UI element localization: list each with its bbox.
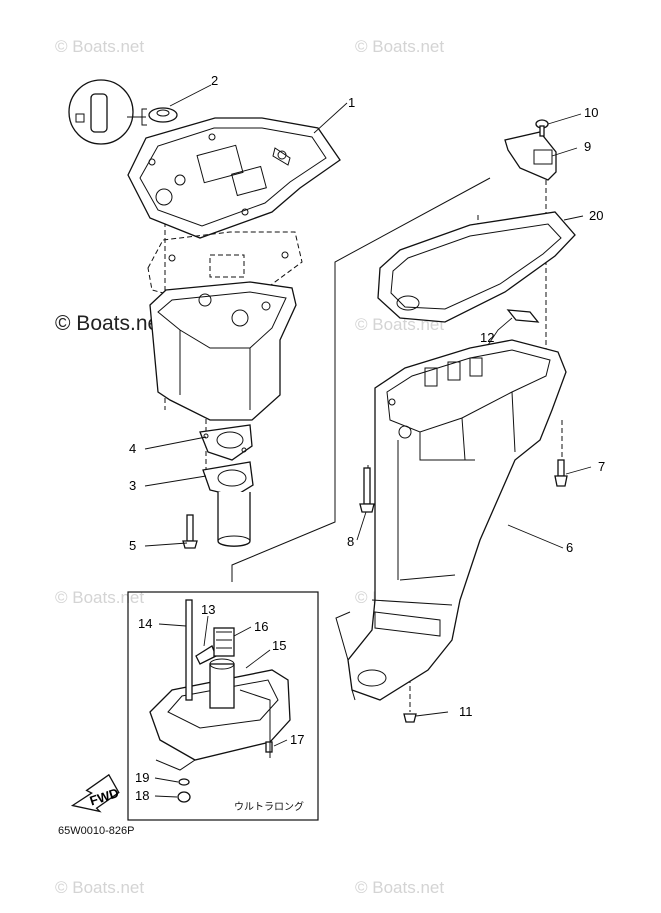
part-2-detail-bubble xyxy=(68,79,178,145)
lower-guide xyxy=(149,669,291,761)
dowel-pin-detail xyxy=(90,93,108,133)
part-3-exhaust-pipe xyxy=(202,461,254,547)
part-18-nut xyxy=(177,791,191,803)
callout-13: 13 xyxy=(201,602,215,617)
oil-pan xyxy=(149,281,297,421)
part-16-rubber xyxy=(213,627,235,657)
part-9-bracket xyxy=(504,131,557,181)
part-19-washer xyxy=(178,778,190,786)
part-1-exhaust-guide xyxy=(127,117,341,239)
callout-11: 11 xyxy=(459,704,473,719)
callout-5: 5 xyxy=(129,538,136,553)
inset-frame xyxy=(127,591,319,821)
part-8-bolt xyxy=(359,467,375,513)
callout-2: 2 xyxy=(211,73,218,88)
part-2-washer xyxy=(148,107,178,123)
watermark-text: © Boats.net xyxy=(55,588,144,607)
callout-labels: 1 2 3 4 5 6 7 8 9 10 11 12 13 14 15 16 1… xyxy=(129,73,605,803)
callout-9: 9 xyxy=(584,139,591,154)
callout-14: 14 xyxy=(138,616,152,631)
callout-16: 16 xyxy=(254,619,268,634)
callout-8: 8 xyxy=(347,534,354,549)
ultra-long-inset: ウルトラロング xyxy=(127,591,319,821)
watermark-text: © Boats.net xyxy=(355,878,444,897)
part-13-damper xyxy=(195,645,217,665)
part-4-gasket xyxy=(199,424,253,461)
guide-line xyxy=(231,177,491,582)
part-12-clip xyxy=(506,309,540,323)
callout-18: 18 xyxy=(135,788,149,803)
callout-3: 3 xyxy=(129,478,136,493)
callout-17: 17 xyxy=(290,732,304,747)
detail-bracket xyxy=(141,108,147,126)
callout-15: 15 xyxy=(272,638,286,653)
leader-lines xyxy=(144,84,592,798)
diagram-code: 65W0010-826P xyxy=(58,825,134,837)
callout-7: 7 xyxy=(598,459,605,474)
watermark-layer: © Boats.net © Boats.net © Boats.net © Bo… xyxy=(55,37,444,897)
part-7-bolt xyxy=(554,459,568,487)
watermark-text: © Boats.net xyxy=(355,37,444,56)
callout-20: 20 xyxy=(589,208,603,223)
part-14-stud xyxy=(185,599,193,701)
part-11-bolt xyxy=(403,713,417,723)
inset-note-text: ウルトラロング xyxy=(234,800,304,813)
watermark-text: © Boats.net xyxy=(55,37,144,56)
callout-19: 19 xyxy=(135,770,149,785)
part-20-gasket xyxy=(377,211,576,323)
dowel-slot-detail xyxy=(75,113,85,123)
part-17-pin xyxy=(265,741,273,753)
part-6-upper-casing xyxy=(335,339,567,701)
watermark-main-text: © Boats.net xyxy=(55,312,165,335)
callout-12: 12 xyxy=(480,330,494,345)
callout-1: 1 xyxy=(348,95,355,110)
callout-4: 4 xyxy=(129,441,136,456)
callout-6: 6 xyxy=(566,540,573,555)
fwd-arrow: FWD xyxy=(70,773,121,813)
callout-10: 10 xyxy=(584,105,598,120)
watermark-text: © Boats.net xyxy=(55,878,144,897)
